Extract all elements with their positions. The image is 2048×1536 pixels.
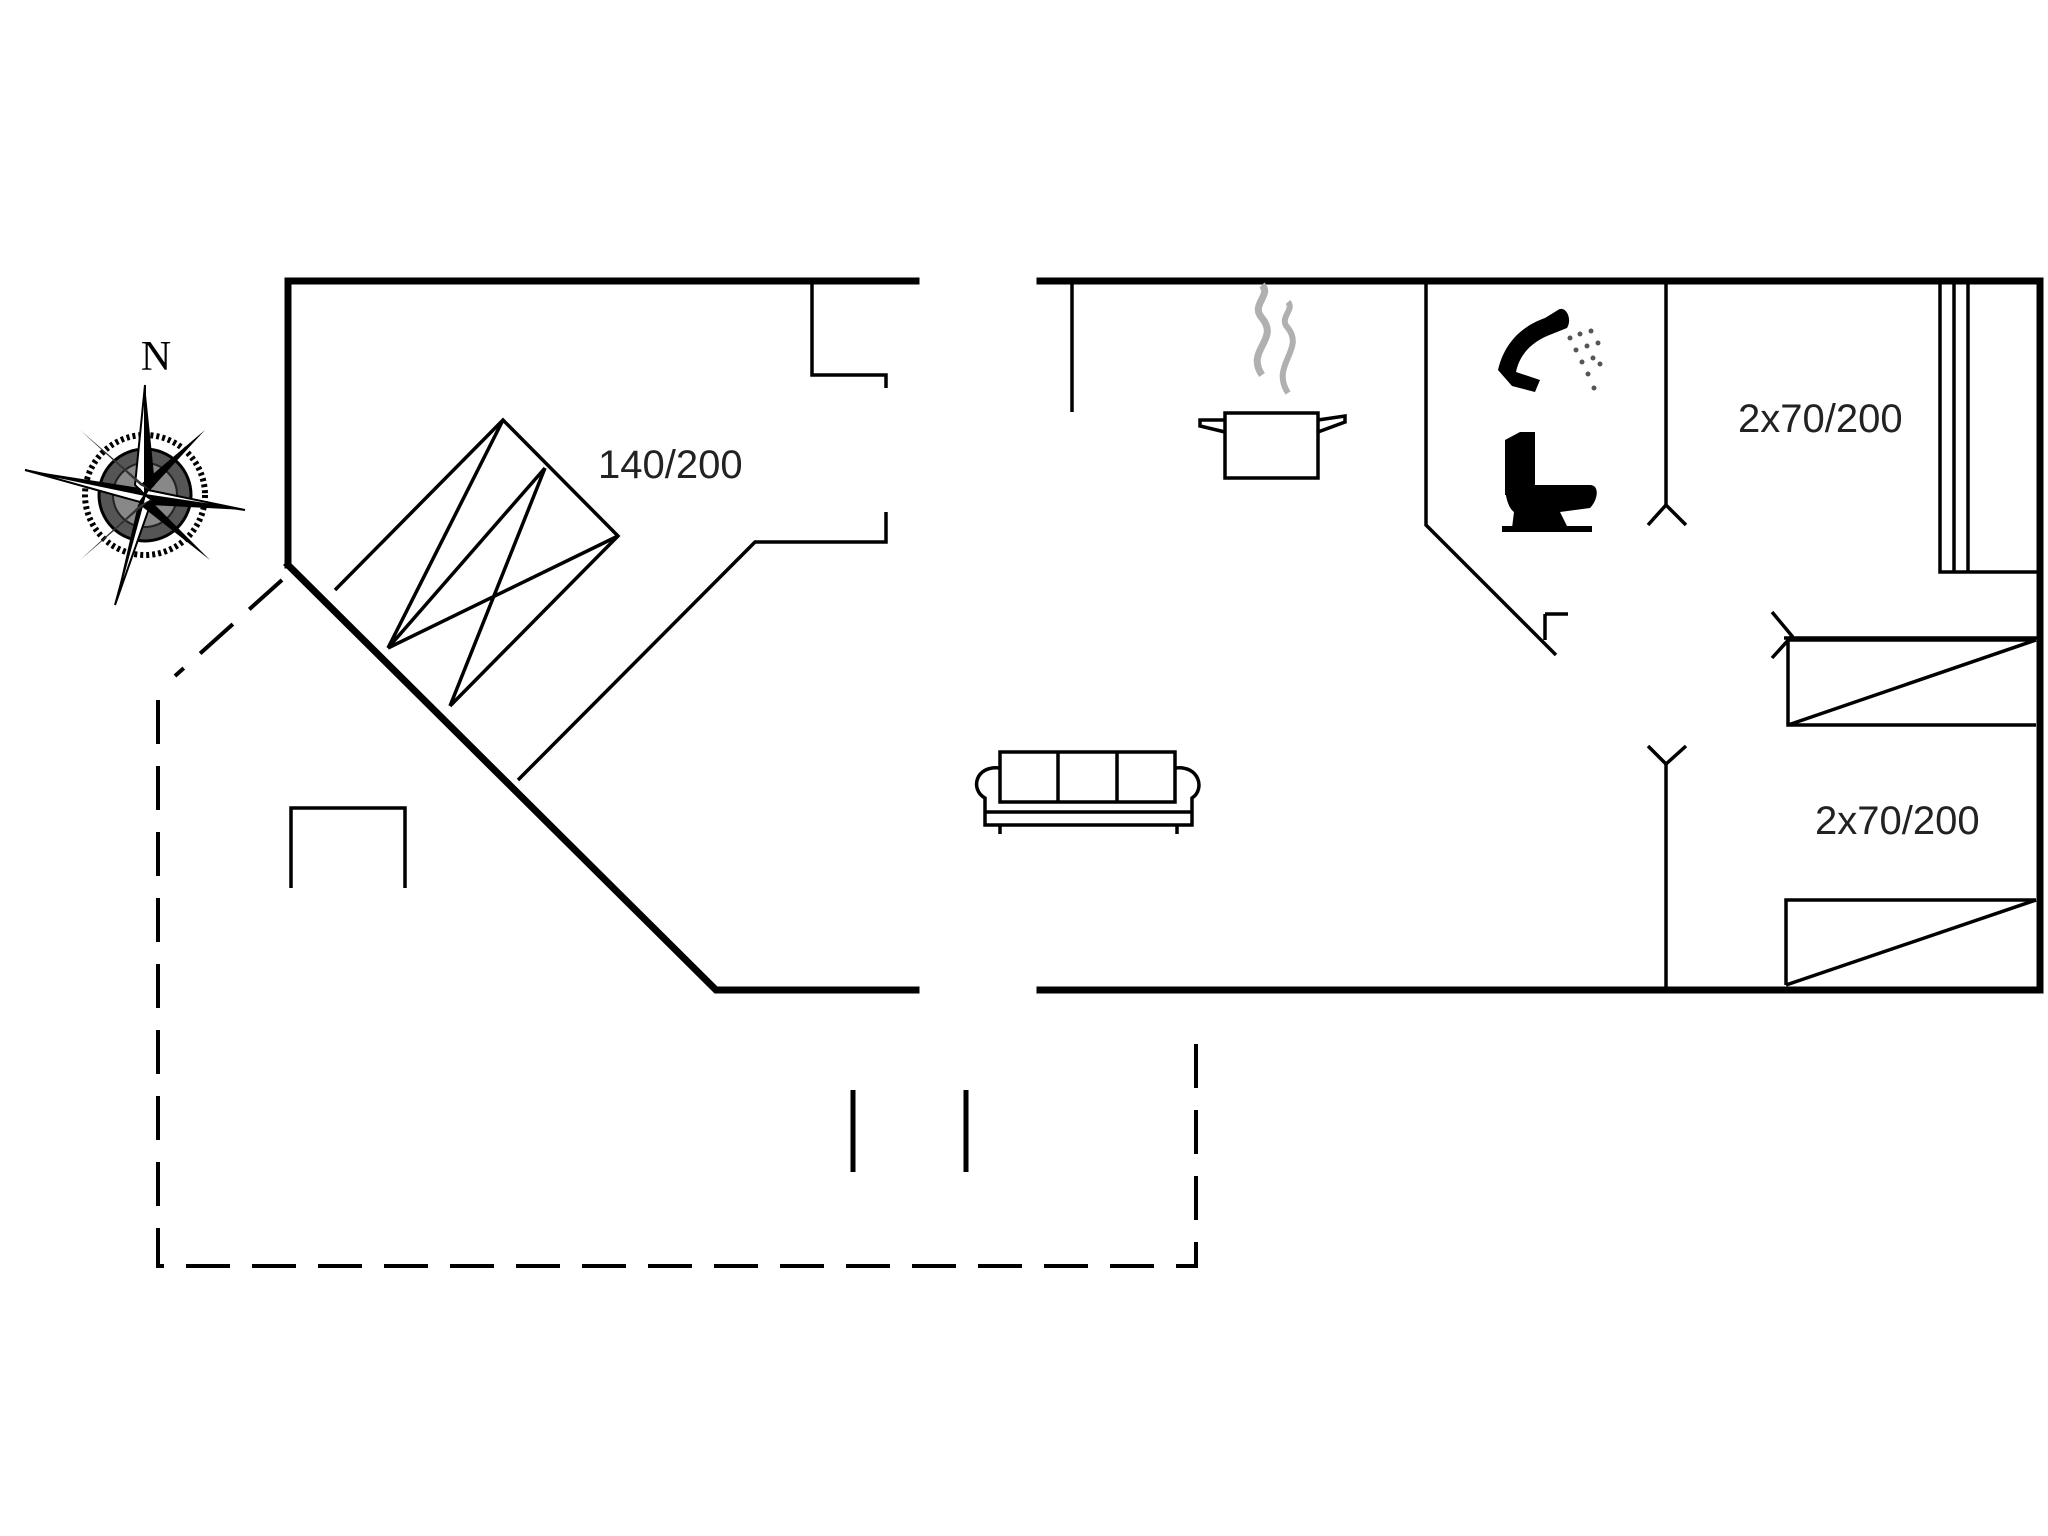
toilet-icon [1502, 432, 1597, 532]
outer-walls [283, 277, 2044, 994]
staircase [333, 417, 621, 708]
fireplace [289, 806, 407, 888]
terrace-outline [156, 578, 1198, 1268]
bed-upper [1786, 638, 2037, 727]
sofa-icon [974, 750, 1201, 834]
bed-lower [1784, 898, 2037, 987]
shower-icon [1498, 308, 1603, 392]
bed-left-size-label: 140/200 [598, 443, 743, 487]
interior-walls [516, 283, 2038, 990]
compass-north-label: N [141, 334, 171, 380]
cooking-pot-icon [1198, 282, 1347, 480]
compass-rose-icon: N [24, 334, 246, 606]
bed-right-top-size-label: 2x70/200 [1738, 397, 1903, 441]
bed-right-bottom-size-label: 2x70/200 [1815, 799, 1980, 843]
